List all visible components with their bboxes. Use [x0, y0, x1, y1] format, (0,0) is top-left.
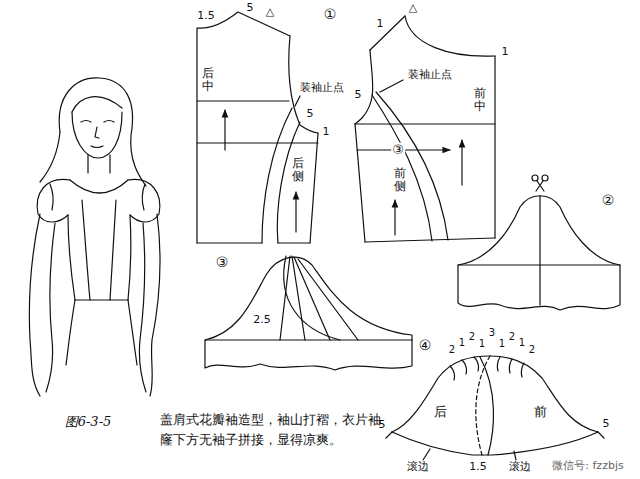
- armhole: [355, 50, 373, 124]
- slash-line: [280, 256, 358, 340]
- dimension: 2.5: [252, 314, 272, 327]
- eye: [104, 121, 114, 123]
- dimension: 2: [468, 331, 476, 343]
- nose: [95, 127, 99, 138]
- back-bodice-pattern: [197, 12, 318, 243]
- arm: [139, 214, 160, 396]
- sleeve-gather: [50, 184, 145, 210]
- point-label: 装袖止点: [407, 69, 453, 82]
- side-seam: [355, 124, 365, 242]
- dimension: 1: [518, 337, 526, 349]
- scissors-symbol: [532, 175, 538, 181]
- dimension: 5: [354, 89, 363, 102]
- center-front: [494, 56, 495, 238]
- part-name: 前: [533, 405, 548, 420]
- princess-seam: [376, 92, 448, 240]
- skirt: [66, 300, 137, 365]
- part-name: 后: [433, 405, 448, 420]
- dimension: 1: [501, 46, 510, 59]
- dimension: 1: [458, 337, 466, 349]
- part-name: 滚边: [406, 461, 430, 474]
- match-mark: △: [265, 6, 275, 19]
- part-name: 前中: [474, 86, 486, 114]
- dimension: 2: [508, 331, 516, 343]
- part-name: 后侧: [292, 156, 304, 184]
- panel-number: ④: [418, 337, 433, 353]
- dimension: 1: [498, 338, 506, 350]
- dimension: 3: [488, 327, 496, 339]
- pattern-line: [197, 12, 290, 243]
- hair: [59, 78, 146, 186]
- scissors-symbol: [542, 175, 548, 181]
- sleeve-pattern: [458, 175, 620, 310]
- leader-line: [380, 80, 403, 92]
- dimension: 5: [306, 108, 315, 121]
- guide-line: [205, 339, 412, 340]
- dimension: 5: [246, 2, 255, 15]
- part-name: 前侧: [394, 166, 406, 194]
- neckline: [405, 16, 495, 56]
- grain-line: [295, 192, 296, 232]
- edge-tail: [386, 432, 604, 438]
- pleat-mark: [450, 357, 524, 380]
- scissors-symbol: [532, 175, 548, 191]
- neckline: [70, 180, 128, 193]
- part-name: 滚边: [508, 461, 532, 474]
- waist: [75, 299, 128, 300]
- hem: [365, 238, 495, 242]
- dimension: 1: [376, 18, 385, 31]
- front-bodice-pattern: [355, 16, 495, 242]
- grain-line: [224, 110, 225, 150]
- grain-line: [461, 140, 462, 185]
- watermark: 微信号: fzzbjs: [551, 460, 624, 473]
- guide-line: [458, 196, 620, 305]
- sleeve-outline: [392, 356, 598, 432]
- princess-seam: [82, 200, 116, 300]
- dimension: 2: [528, 344, 536, 356]
- face: [72, 112, 122, 158]
- panel-number: ③: [215, 254, 230, 270]
- slash-line: [284, 256, 340, 340]
- hem: [197, 242, 310, 243]
- hair: [40, 132, 60, 182]
- hem-edge: [392, 432, 598, 455]
- scissors-symbol: [536, 181, 544, 191]
- hair: [72, 97, 122, 112]
- guide-line: [197, 101, 318, 143]
- seam-line: [480, 357, 493, 455]
- shoulder: [370, 16, 405, 50]
- dimension: 1.5: [468, 461, 488, 474]
- arm: [29, 214, 55, 396]
- part-name: 后中: [202, 66, 214, 94]
- princess-seam: [372, 95, 432, 241]
- fashion-figure: [29, 78, 160, 396]
- match-mark: △: [408, 2, 418, 15]
- bodice: [68, 215, 131, 300]
- caption: 盖肩式花瓣袖造型，袖山打褶，衣片袖窿下方无袖子拼接，显得凉爽。: [160, 410, 388, 449]
- dimension: 1: [478, 338, 486, 350]
- slashed-sleeve-pattern: [205, 256, 412, 370]
- eye: [81, 121, 91, 123]
- neck: [88, 155, 110, 173]
- figure-number: 图6-3-5: [64, 415, 113, 430]
- dimension: 1.5: [196, 10, 216, 23]
- guide-line: [355, 123, 495, 124]
- sleeve-outline: [458, 196, 620, 310]
- panel-number: ②: [601, 192, 616, 208]
- dimension: 1: [322, 126, 331, 139]
- dimension: 2: [448, 344, 456, 356]
- dart-number: ③: [391, 143, 405, 158]
- panel-number: ①: [323, 6, 338, 22]
- point-label: 装袖止点: [299, 82, 345, 95]
- final-sleeve-pattern: [386, 356, 604, 460]
- mouth: [91, 146, 103, 148]
- grain-line: [394, 200, 395, 235]
- dimension: 5: [602, 418, 611, 431]
- leader-line: [423, 449, 516, 460]
- leader-line: [295, 96, 300, 106]
- side-seam: [310, 133, 318, 243]
